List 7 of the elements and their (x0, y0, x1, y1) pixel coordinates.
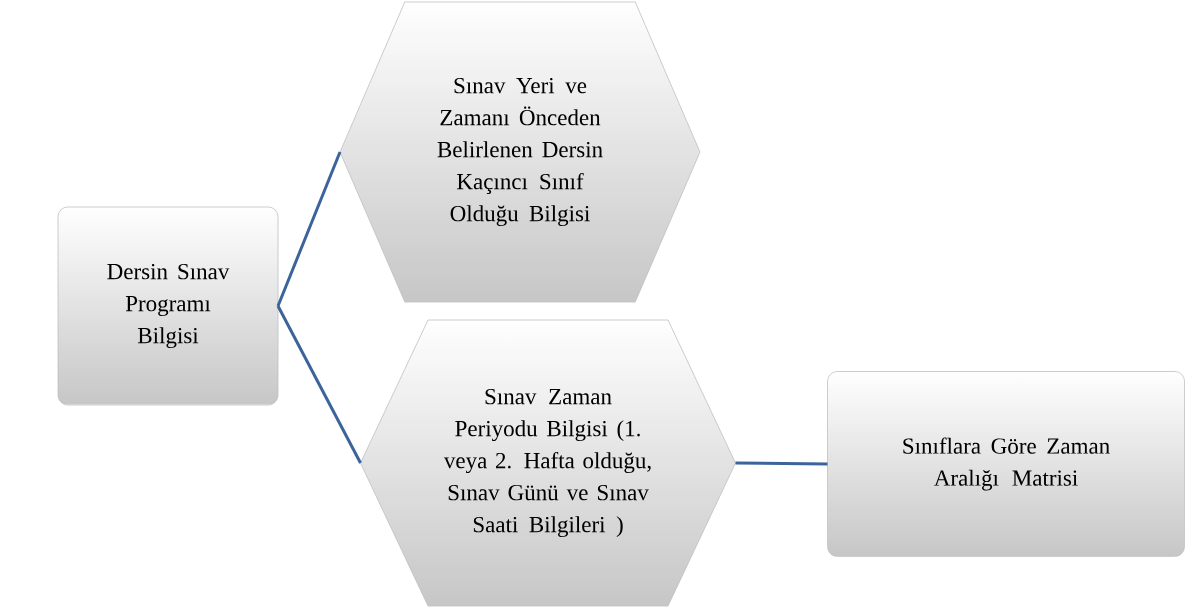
hexagon-box: Sınav Zaman Periyodu Bilgisi (1. veya 2. Hafta olduğu, Sınav Günü ve Sınav Saati Bilgileri ) (360, 319, 736, 607)
rounded-box: Sınıflara Göre Zaman Aralığı Matrisi (827, 371, 1185, 557)
connector-line (276, 305, 362, 464)
connector-line (735, 461, 828, 466)
connector-line (276, 151, 342, 307)
rounded-box: Dersin Sınav Programı Bilgisi (57, 206, 279, 406)
hexagon-box: Sınav Yeri ve Zamanı Önceden Belirlenen Dersin Kaçıncı Sınıf Olduğu Bilgisi (339, 1, 701, 303)
